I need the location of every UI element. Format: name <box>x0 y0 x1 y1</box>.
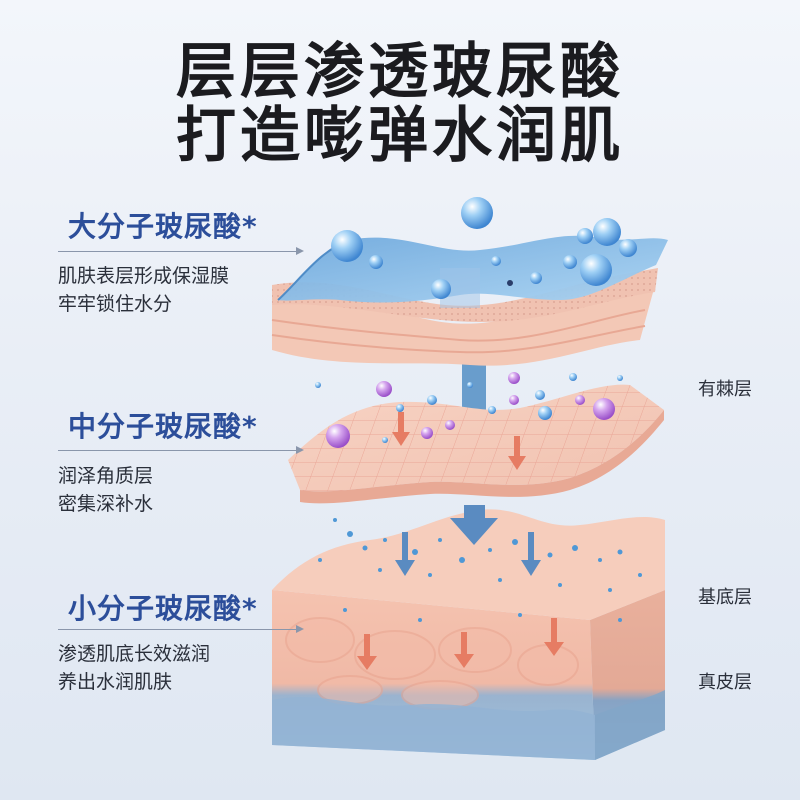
layer-label-dermis: 真皮层 <box>698 672 752 693</box>
middle-skin-layer <box>288 384 664 504</box>
blue-arrows <box>395 505 541 576</box>
top-skin-layer <box>271 235 668 366</box>
section-small-molecule-title: 小分子玻尿酸* <box>68 592 258 625</box>
section-large-molecule-title: 大分子玻尿酸* <box>68 210 258 243</box>
section-small-molecule-header: 小分子玻尿酸* <box>68 587 258 627</box>
bottom-skin-block <box>272 509 665 760</box>
section-medium-molecule-title: 中分子玻尿酸* <box>68 410 258 443</box>
desc-line: 密集深补水 <box>58 493 154 515</box>
section-large-molecule-desc: 肌肤表层形成保湿膜 牢牢锁住水分 <box>58 262 288 318</box>
page-title-line2: 打造嘭弹水润肌 <box>176 101 624 171</box>
desc-line: 养出水润肌肤 <box>58 671 173 693</box>
section-small-molecule-desc: 渗透肌底长效滋润 养出水润肌肤 <box>58 640 288 696</box>
section-medium-molecule-line <box>58 446 304 454</box>
page-title-line1: 层层渗透玻尿酸 <box>176 37 624 107</box>
medium-molecule-particles <box>315 372 623 448</box>
section-medium-molecule-desc: 润泽角质层 密集深补水 <box>58 462 288 518</box>
layer-label-basal: 基底层 <box>698 587 752 608</box>
desc-line: 肌肤表层形成保湿膜 <box>58 265 230 287</box>
layer-label-spinous: 有棘层 <box>698 379 752 400</box>
desc-line: 牢牢锁住水分 <box>58 293 173 315</box>
orange-arrows <box>357 412 564 670</box>
desc-line: 渗透肌底长效滋润 <box>58 643 211 665</box>
desc-line: 润泽角质层 <box>58 465 154 487</box>
section-medium-molecule-header: 中分子玻尿酸* <box>68 405 258 445</box>
section-small-molecule-line <box>58 625 304 633</box>
section-large-molecule-line <box>58 247 304 255</box>
section-large-molecule-header: 大分子玻尿酸* <box>68 205 258 245</box>
large-molecule-bubbles <box>331 197 637 299</box>
small-molecule-dots <box>318 518 642 622</box>
